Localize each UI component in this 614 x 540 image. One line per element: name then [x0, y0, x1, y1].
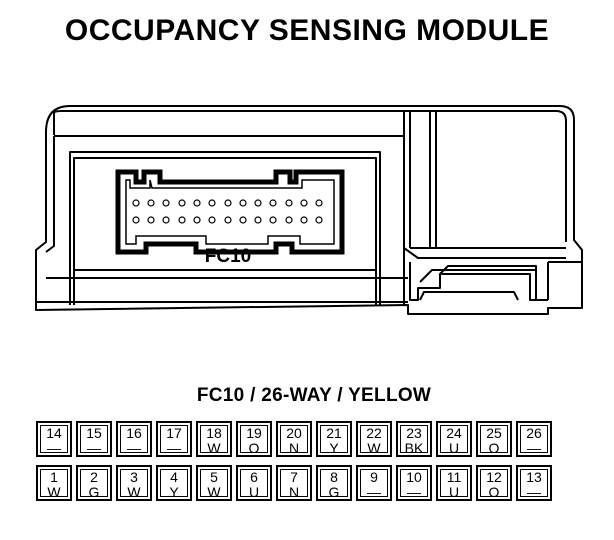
- pin-cell: 10—: [396, 465, 432, 501]
- pin-number: 25: [486, 425, 502, 441]
- pin-number: 16: [126, 425, 142, 441]
- wire-color: —: [527, 440, 541, 456]
- wire-color: O: [488, 440, 500, 456]
- wire-color: U: [448, 440, 460, 456]
- pin-cell: 9—: [356, 465, 392, 501]
- pin-cell: 15—: [76, 421, 112, 457]
- pin-number: 26: [526, 425, 542, 441]
- pin-cell: 17—: [156, 421, 192, 457]
- pin-number: 5: [210, 469, 218, 485]
- wire-color: W: [367, 440, 381, 456]
- pin-number: 6: [250, 469, 258, 485]
- pin-number: 11: [446, 469, 462, 485]
- pin-number: 13: [526, 469, 542, 485]
- wire-color: O: [248, 440, 260, 456]
- wire-color: Y: [169, 484, 179, 500]
- pin-number: 20: [286, 425, 302, 441]
- wire-color: —: [367, 484, 381, 500]
- pin-cell: 13—: [516, 465, 552, 501]
- pin-number: 19: [246, 425, 262, 441]
- pin-number: 24: [446, 425, 462, 441]
- pin-number: 14: [46, 425, 62, 441]
- wire-color: G: [88, 484, 100, 500]
- pin-number: 18: [206, 425, 222, 441]
- module-housing-drawing: FC10: [35, 105, 583, 315]
- wire-color: U: [248, 484, 260, 500]
- wire-color: W: [207, 484, 221, 500]
- connector-label: FC10: [205, 246, 251, 267]
- pin-number: 15: [86, 425, 102, 441]
- pin-number: 10: [406, 469, 422, 485]
- pin-cell: 16—: [116, 421, 152, 457]
- pin-number: 17: [166, 425, 182, 441]
- pinout-label: FC10 / 26-WAY / YELLOW: [196, 385, 432, 406]
- pin-number: 1: [50, 469, 58, 485]
- wire-color: G: [328, 484, 340, 500]
- wire-color: U: [448, 484, 460, 500]
- wire-color: —: [527, 484, 541, 500]
- wire-color: W: [127, 484, 141, 500]
- pin-number: 22: [366, 425, 382, 441]
- pin-cell: 14—: [36, 421, 72, 457]
- wire-color: N: [288, 440, 300, 456]
- pin-number: 9: [370, 469, 378, 485]
- pin-number: 4: [170, 469, 178, 485]
- diagram-title: OCCUPANCY SENSING MODULE: [64, 14, 550, 47]
- pin-number: 3: [130, 469, 138, 485]
- pin-number: 8: [330, 469, 338, 485]
- wire-color: —: [87, 440, 101, 456]
- wire-color: —: [127, 440, 141, 456]
- wire-color: —: [47, 440, 61, 456]
- wire-color: N: [288, 484, 300, 500]
- wire-color: BK: [404, 440, 424, 456]
- wire-color: O: [488, 484, 500, 500]
- wire-color: —: [407, 484, 421, 500]
- pin-number: 23: [406, 425, 422, 441]
- pin-number: 2: [90, 469, 98, 485]
- pin-number: 21: [326, 425, 342, 441]
- wire-color: W: [207, 440, 221, 456]
- pin-cell: 26—: [516, 421, 552, 457]
- pin-number: 12: [486, 469, 502, 485]
- pin-number: 7: [290, 469, 298, 485]
- wire-color: Y: [329, 440, 339, 456]
- wire-color: —: [167, 440, 181, 456]
- wire-color: W: [47, 484, 61, 500]
